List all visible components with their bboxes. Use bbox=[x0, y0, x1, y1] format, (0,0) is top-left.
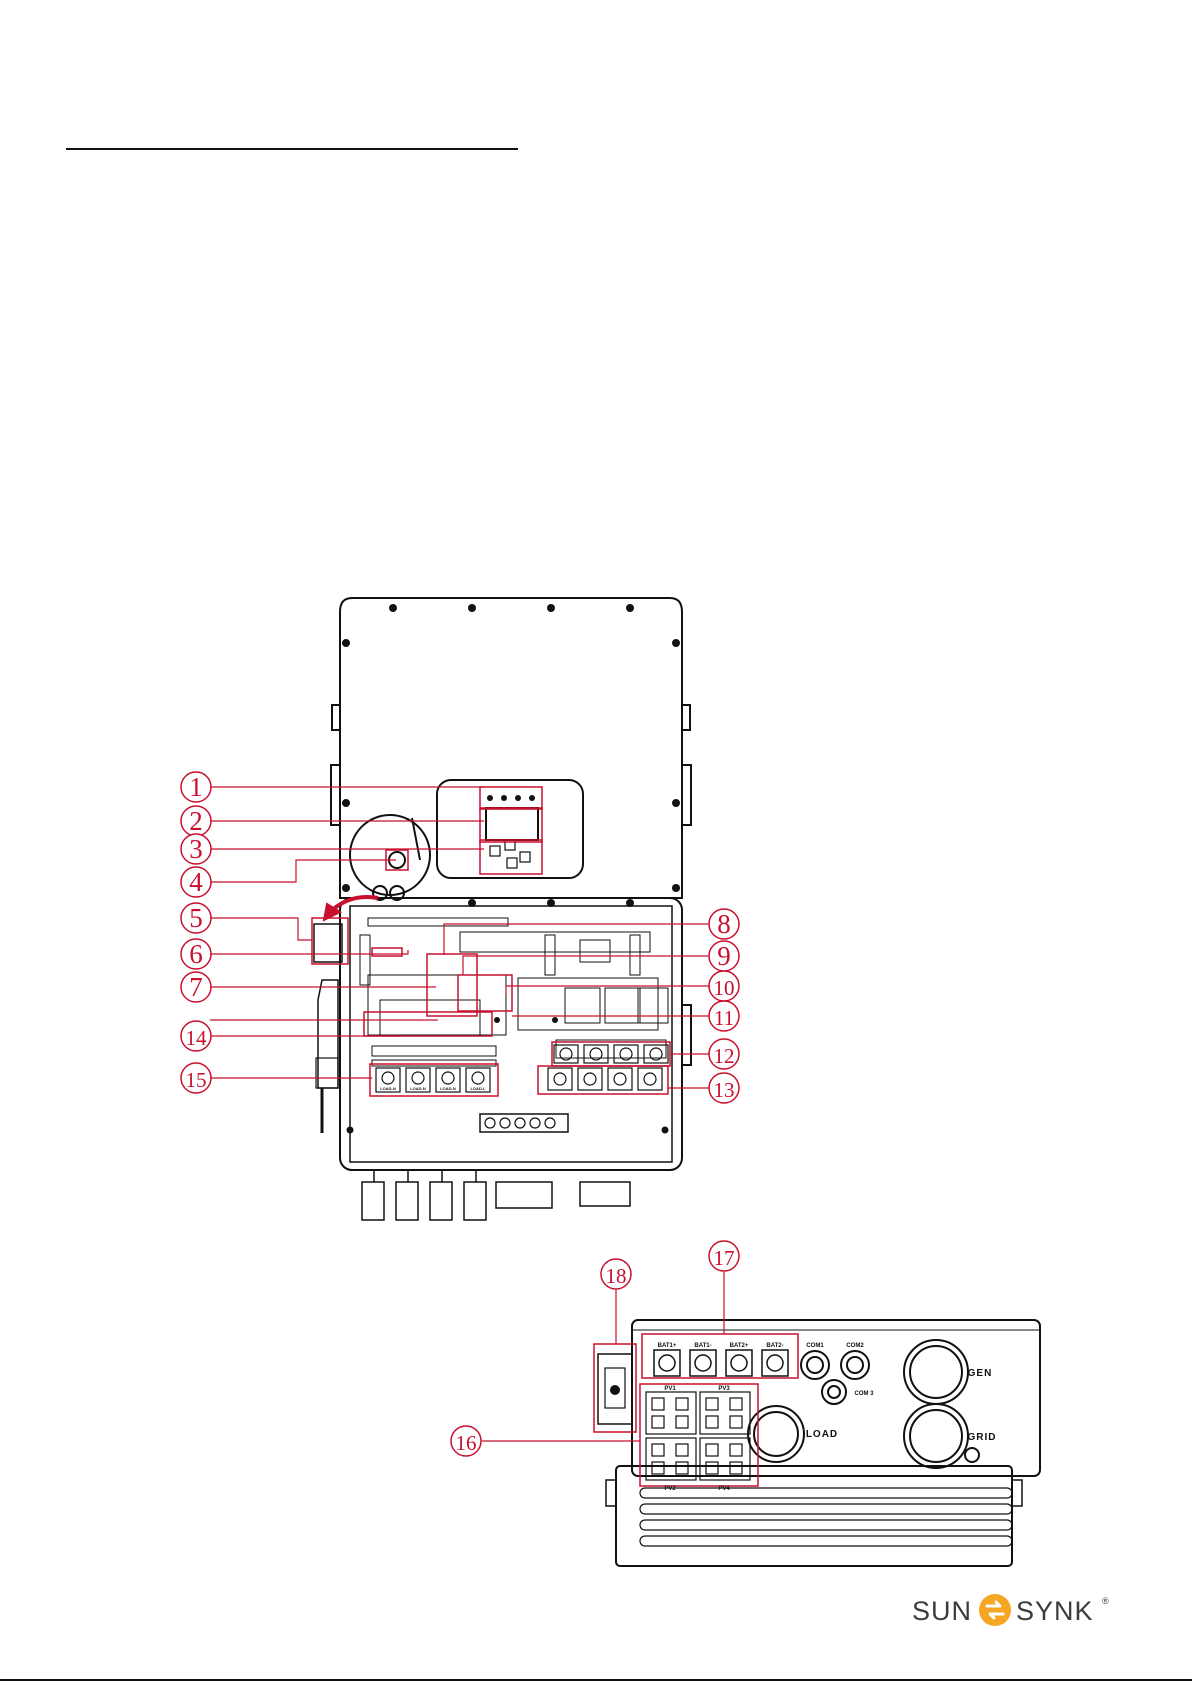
logo-mark-icon bbox=[979, 1594, 1011, 1626]
port-label-com3: COM 3 bbox=[854, 1391, 874, 1397]
callout-17: 17 bbox=[714, 1246, 735, 1270]
callout-10: 10 bbox=[714, 976, 735, 1000]
callout-16: 16 bbox=[456, 1431, 477, 1455]
callout-8: 8 bbox=[717, 909, 731, 939]
port-label-com1: COM1 bbox=[806, 1343, 824, 1349]
port-label-bat1-minus: BAT1- bbox=[694, 1343, 711, 1349]
load-terminal-label-3: LOAD-N bbox=[440, 1086, 456, 1091]
port-label-bat1-plus: BAT1+ bbox=[658, 1343, 677, 1349]
callout-13: 13 bbox=[714, 1078, 735, 1102]
callout-3: 3 bbox=[189, 834, 203, 864]
highlight-boxes bbox=[312, 787, 798, 1486]
logo-registered-mark: ® bbox=[1102, 1596, 1109, 1606]
port-label-bat2-minus: BAT2- bbox=[766, 1343, 783, 1349]
callout-9: 9 bbox=[717, 941, 731, 971]
callout-15: 15 bbox=[186, 1068, 207, 1092]
load-terminal-label-4: LOAD-L bbox=[470, 1086, 486, 1091]
sunsynk-logo: SUN SYNK ® bbox=[912, 1590, 1112, 1630]
callout-circles bbox=[181, 772, 739, 1456]
callout-11: 11 bbox=[714, 1006, 734, 1030]
port-label-load: LOAD bbox=[806, 1429, 838, 1440]
callout-6: 6 bbox=[189, 939, 203, 969]
load-terminal-label-2: LOAD-N bbox=[410, 1086, 426, 1091]
port-label-grid: GRID bbox=[968, 1432, 997, 1443]
callout-12: 12 bbox=[714, 1044, 735, 1068]
callout-7: 7 bbox=[189, 972, 203, 1002]
callout-1: 1 bbox=[189, 772, 203, 802]
callout-5: 5 bbox=[189, 903, 203, 933]
bottom-view bbox=[598, 1320, 1040, 1566]
port-label-pv4: PV4 bbox=[718, 1486, 730, 1492]
front-view bbox=[314, 598, 691, 1220]
footer-rule bbox=[0, 1679, 1192, 1681]
callout-2: 2 bbox=[189, 806, 203, 836]
port-label-gen: GEN bbox=[968, 1368, 993, 1379]
port-label-pv2: PV2 bbox=[664, 1486, 676, 1492]
logo-text-synk: SYNK bbox=[1016, 1596, 1094, 1626]
callout-4: 4 bbox=[189, 867, 203, 897]
logo-text-sun: SUN bbox=[912, 1596, 972, 1626]
port-label-pv3: PV3 bbox=[718, 1386, 730, 1392]
leader-lines bbox=[210, 787, 724, 1441]
callout-14: 14 bbox=[186, 1026, 208, 1050]
load-terminal-label-1: LOAD-N bbox=[380, 1086, 396, 1091]
callout-18: 18 bbox=[606, 1264, 627, 1288]
port-label-pv1: PV1 bbox=[664, 1386, 676, 1392]
callout-numbers: 1 2 3 4 5 6 7 8 9 10 11 12 13 14 15 16 1… bbox=[186, 772, 735, 1455]
port-label-bat2-plus: BAT2+ bbox=[730, 1343, 749, 1349]
port-label-com2: COM2 bbox=[846, 1343, 864, 1349]
